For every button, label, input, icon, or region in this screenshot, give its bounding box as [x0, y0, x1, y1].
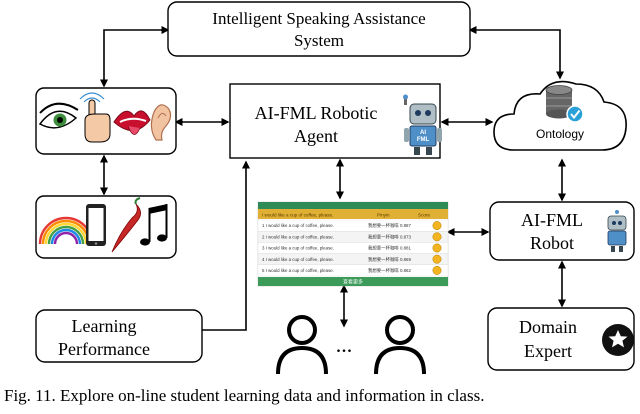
- domain-expert-line2: Expert: [524, 341, 572, 361]
- table-rows: 1 I would like a cup of coffee, please. 我…: [257, 219, 449, 277]
- learning-performance-line1: Learning: [72, 316, 137, 336]
- smiley-icon: [432, 265, 442, 275]
- tablet-icon: [86, 204, 106, 246]
- table-cell-english: 4 I would like a cup of coffee, please.: [262, 257, 334, 262]
- table-cell-english: 5 I would like a cup of coffee, please.: [262, 268, 334, 273]
- ontology-label: Ontology: [536, 127, 584, 141]
- robot-icon: AI FML: [403, 94, 442, 155]
- students-group: ...: [276, 315, 426, 375]
- arrow-system-to-senses: [100, 26, 170, 88]
- table-row: 2 I would like a cup of coffee, please. 我…: [257, 230, 449, 243]
- table-cell-chinese: 我想要一杯咖啡 0.862: [368, 267, 412, 274]
- connectors: [100, 26, 566, 331]
- ontology-cloud: Ontology: [493, 80, 627, 151]
- table-cell-chinese: 我想要一杯咖啡 0.887: [368, 222, 412, 229]
- student-icon: [374, 315, 426, 375]
- robot-badge-line2: FML: [417, 137, 430, 143]
- small-robot-icon: [607, 210, 627, 252]
- table-footer-label: 查看更多: [343, 279, 363, 286]
- speaking-system-box: Intelligent Speaking Assistance System: [167, 1, 471, 57]
- table-header-mid: Pinyin: [377, 213, 390, 218]
- diagram-canvas: Intelligent Speaking Assistance System: [35, 1, 635, 375]
- ai-fml-robot-line2: Robot: [530, 233, 574, 253]
- students-ellipsis: ...: [336, 332, 353, 357]
- table-header-right: Score: [418, 213, 430, 218]
- table-row: 4 I would like a cup of coffee, please. 我…: [257, 253, 449, 266]
- music-notes-icon: [140, 204, 168, 246]
- table-row: 3 I would like a cup of coffee, please. 我…: [257, 242, 449, 254]
- figure-caption: Fig. 11. Explore on-line student learnin…: [4, 386, 485, 405]
- robotic-agent-box: AI-FML Robotic Agent AI FML: [229, 83, 442, 159]
- arrow-system-to-ontology: [468, 26, 564, 80]
- domain-expert-line1: Domain: [519, 317, 577, 337]
- table-header-row: [258, 209, 448, 219]
- robot-badge-line1: AI: [420, 130, 426, 136]
- pepper-icon: [111, 197, 141, 253]
- check-badge-icon: [566, 105, 584, 123]
- table-footer-bar: [258, 277, 448, 286]
- learning-performance-line2: Performance: [58, 339, 150, 359]
- devices-box: [35, 195, 177, 259]
- table-row: 1 I would like a cup of coffee, please. 我…: [257, 219, 449, 232]
- senses-box: [35, 87, 177, 155]
- table-cell-chinese: 我想要一杯咖啡 0.869: [368, 256, 412, 263]
- learning-data-table: I would like a cup of coffee, please. Pi…: [257, 201, 449, 287]
- eye-icon: [38, 102, 79, 129]
- smiley-icon: [432, 232, 442, 242]
- table-cell-english: 1 I would like a cup of coffee, please.: [262, 223, 334, 228]
- table-cell-chinese: 我想要一杯咖啡 0.873: [368, 233, 412, 240]
- ai-fml-robot-box: AI-FML Robot: [489, 201, 635, 261]
- arrow-performance-to-agent: [202, 160, 250, 331]
- table-cell-english: 3 I would like a cup of coffee, please.: [262, 246, 334, 251]
- table-title-bar: [258, 202, 448, 209]
- student-icon: [276, 315, 328, 375]
- robotic-agent-line1: AI-FML Robotic: [255, 103, 378, 123]
- mouth-icon: [113, 110, 151, 135]
- smiley-icon: [432, 243, 442, 253]
- expert-avatar-icon: [602, 324, 634, 356]
- hand-icon: [79, 92, 111, 143]
- robotic-agent-line2: Agent: [294, 126, 338, 146]
- speaking-system-line1: Intelligent Speaking Assistance: [212, 9, 425, 28]
- table-cell-english: 2 I would like a cup of coffee, please.: [262, 234, 334, 239]
- database-icon: [545, 85, 573, 119]
- table-row: 5 I would like a cup of coffee, please. 我…: [257, 264, 449, 277]
- ai-fml-robot-line1: AI-FML: [521, 210, 583, 230]
- table-header-left: I would like a cup of coffee, please.: [262, 213, 333, 218]
- table-cell-chinese: 我想要一杯咖啡 0.881: [368, 245, 412, 252]
- learning-performance-box: Learning Performance: [35, 309, 203, 363]
- domain-expert-box: Domain Expert: [487, 307, 635, 371]
- speaking-system-line2: System: [294, 31, 344, 50]
- smiley-icon: [432, 254, 442, 264]
- smiley-icon: [432, 221, 442, 231]
- ear-icon: [150, 104, 172, 141]
